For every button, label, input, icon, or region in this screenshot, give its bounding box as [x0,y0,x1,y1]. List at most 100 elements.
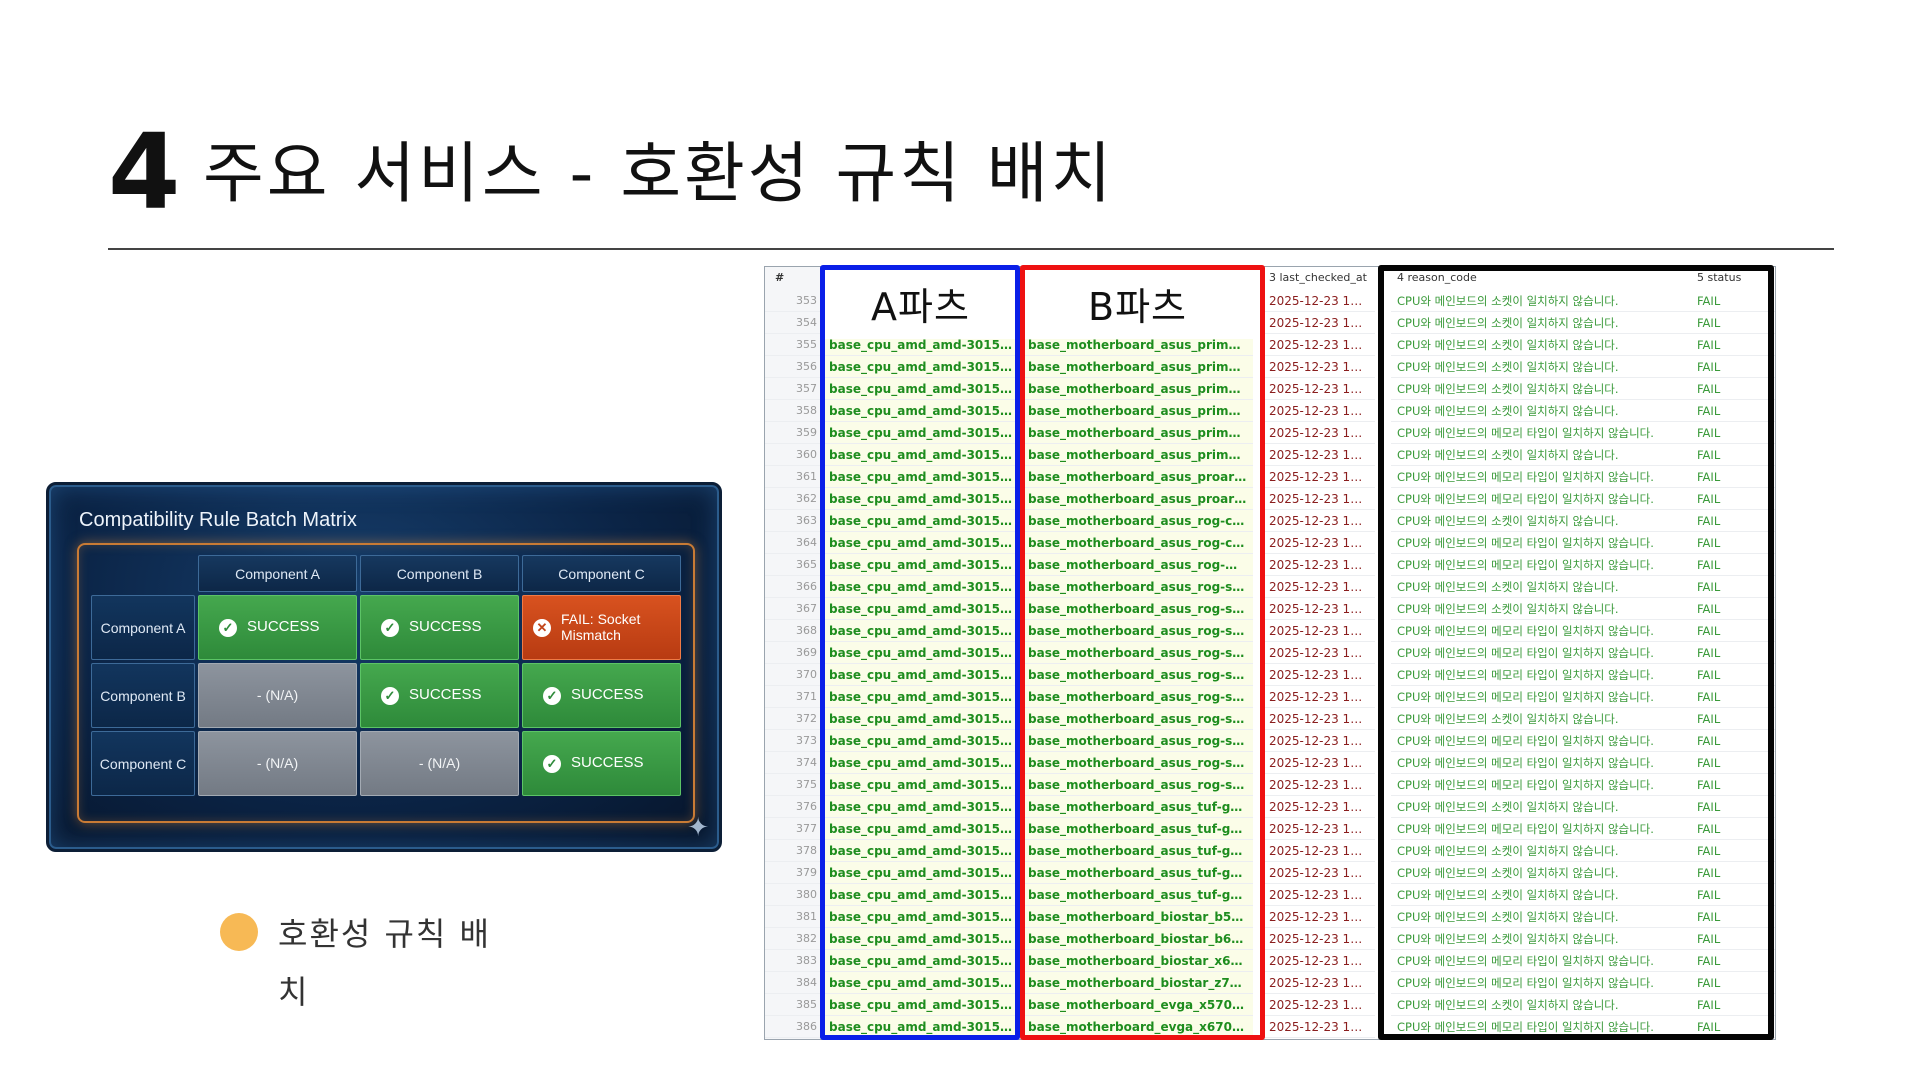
a-part-cell: base_cpu_amd_amd-3015... [823,796,1018,818]
checked-at-cell: 2025-12-23 12:18... [1263,994,1375,1016]
matrix-cell-success: ✓SUCCESS [522,663,681,728]
reason-code-cell: CPU와 메인보드의 메모리 타입이 일치하지 않습니다. [1391,488,1691,510]
status-cell: FAIL [1691,862,1775,884]
matrix-corner [91,555,195,592]
status-cell: FAIL [1691,554,1775,576]
row-number-cell: 369 [765,642,823,664]
reason-code-cell: CPU와 메인보드의 메모리 타입이 일치하지 않습니다. [1391,752,1691,774]
status-cell: FAIL [1691,598,1775,620]
checked-at-cell: 2025-12-23 12:18... [1263,818,1375,840]
row-number-cell: 362 [765,488,823,510]
a-part-cell: base_cpu_amd_amd-3015... [823,664,1018,686]
check-circle-icon: ✓ [219,618,237,637]
checked-at-cell: 2025-12-23 12:18... [1263,466,1375,488]
reason-code-cell: CPU와 메인보드의 메모리 타입이 일치하지 않습니다. [1391,818,1691,840]
sparkle-icon: ✦ [687,813,709,843]
checked-at-cell: 2025-12-23 12:18... [1263,686,1375,708]
status-cell: FAIL [1691,642,1775,664]
b-part-cell: base_motherboard_asus_rog-cross... [1022,532,1253,554]
row-number-cell: 365 [765,554,823,576]
a-part-cell: base_cpu_amd_amd-3015... [823,466,1018,488]
row-number-cell: 372 [765,708,823,730]
a-part-cell: base_cpu_amd_amd-3015... [823,884,1018,906]
checked-at-cell: 2025-12-23 12:18... [1263,774,1375,796]
row-number-cell: 383 [765,950,823,972]
checked-at-cell: 2025-12-23 12:18... [1263,972,1375,994]
a-part-cell: base_cpu_amd_amd-3015... [823,334,1018,356]
matrix-cell-success: ✓SUCCESS [360,663,519,728]
checked-at-cell: 2025-12-23 12:18... [1263,356,1375,378]
a-part-cell: base_cpu_amd_amd-3015... [823,752,1018,774]
checked-at-cell: 2025-12-23 12:18... [1263,862,1375,884]
reason-code-cell: CPU와 메인보드의 메모리 타입이 일치하지 않습니다. [1391,466,1691,488]
a-part-cell: base_cpu_amd_amd-3015... [823,906,1018,928]
b-part-cell: base_motherboard_biostar_b660gtn [1022,928,1253,950]
status-cell: FAIL [1691,466,1775,488]
b-part-cell: base_motherboard_asus_tuf-gami... [1022,884,1253,906]
matrix-cell-text: - (N/A) [418,754,461,771]
row-number-cell: 384 [765,972,823,994]
row-number-cell: 380 [765,884,823,906]
matrix-row-header: Component C [91,731,195,796]
checked-at-cell: 2025-12-23 12:18... [1263,950,1375,972]
reason-code-cell: CPU와 메인보드의 메모리 타입이 일치하지 않습니다. [1391,532,1691,554]
matrix-cell-text: SUCCESS [571,754,644,772]
b-part-cell: base_motherboard_asus_prime-z7... [1022,422,1253,444]
status-cell: FAIL [1691,708,1775,730]
a-part-cell: base_cpu_amd_amd-3015... [823,642,1018,664]
status-cell: FAIL [1691,444,1775,466]
row-number-cell: 368 [765,620,823,642]
matrix-cell-success: ✓SUCCESS [360,595,519,660]
reason-code-cell: CPU와 메인보드의 소켓이 일치하지 않습니다. [1391,400,1691,422]
status-cell: FAIL [1691,620,1775,642]
checked-at-cell: 2025-12-23 12:18... [1263,796,1375,818]
reason-code-cell: CPU와 메인보드의 소켓이 일치하지 않습니다. [1391,576,1691,598]
title-divider [108,248,1834,250]
reason-code-cell: CPU와 메인보드의 메모리 타입이 일치하지 않습니다. [1391,972,1691,994]
b-part-cell: base_motherboard_asus_prime-z7... [1022,444,1253,466]
matrix-cell-text: FAIL: Socket Mismatch [561,611,641,643]
a-part-cell: base_cpu_amd_amd-3015... [823,972,1018,994]
b-part-cell: base_motherboard_asus_rog-maxi... [1022,554,1253,576]
row-number-cell: 371 [765,686,823,708]
checked-at-cell: 2025-12-23 12:18... [1263,378,1375,400]
reason-code-cell: CPU와 메인보드의 소켓이 일치하지 않습니다. [1391,994,1691,1016]
slide-title: 주요 서비스 - 호환성 규칙 배치 [203,135,1115,212]
status-cell: FAIL [1691,818,1775,840]
reason-code-cell: CPU와 메인보드의 메모리 타입이 일치하지 않습니다. [1391,642,1691,664]
checked-at-cell: 2025-12-23 12:18... [1263,312,1375,334]
status-cell: FAIL [1691,488,1775,510]
status-cell: FAIL [1691,928,1775,950]
b-part-cell: base_motherboard_asus_rog-cross... [1022,510,1253,532]
checked-at-cell: 2025-12-23 12:18... [1263,708,1375,730]
checked-at-cell: 2025-12-23 12:18... [1263,1016,1375,1038]
b-part-cell: base_motherboard_asus_tuf-gami... [1022,862,1253,884]
a-part-cell: base_cpu_amd_amd-3015... [823,554,1018,576]
a-part-cell: base_cpu_amd_amd-3015... [823,774,1018,796]
row-number-cell: 357 [765,378,823,400]
matrix-cell-text: - (N/A) [256,754,299,771]
check-circle-icon: ✓ [543,754,561,773]
a-part-cell: base_cpu_amd_amd-3015... [823,576,1018,598]
reason-code-cell: CPU와 메인보드의 소켓이 일치하지 않습니다. [1391,928,1691,950]
a-part-column: A파츠 base_cpu_amd_amd-3015...base_cpu_amd… [823,267,1018,1039]
b-part-cell: base_motherboard_asus_rog-strix... [1022,576,1253,598]
status-cell: FAIL [1691,950,1775,972]
status-cell: FAIL [1691,994,1775,1016]
reason-code-cell: CPU와 메인보드의 메모리 타입이 일치하지 않습니다. [1391,422,1691,444]
status-cell: FAIL [1691,972,1775,994]
reason-code-cell: CPU와 메인보드의 메모리 타입이 일치하지 않습니다. [1391,1016,1691,1038]
row-number-cell: 376 [765,796,823,818]
reason-code-cell: CPU와 메인보드의 소켓이 일치하지 않습니다. [1391,378,1691,400]
a-part-cell: base_cpu_amd_amd-3015... [823,598,1018,620]
b-part-cell: base_motherboard_asus_tuf-gami... [1022,796,1253,818]
row-number-cell: 379 [765,862,823,884]
a-part-cell: base_cpu_amd_amd-3015... [823,620,1018,642]
checked-at-cell: 2025-12-23 12:18... [1263,334,1375,356]
status-cell: FAIL [1691,510,1775,532]
status-cell: FAIL [1691,730,1775,752]
checked-at-cell: 2025-12-23 12:18... [1263,730,1375,752]
matrix-cell-na: - (N/A) [198,663,357,728]
